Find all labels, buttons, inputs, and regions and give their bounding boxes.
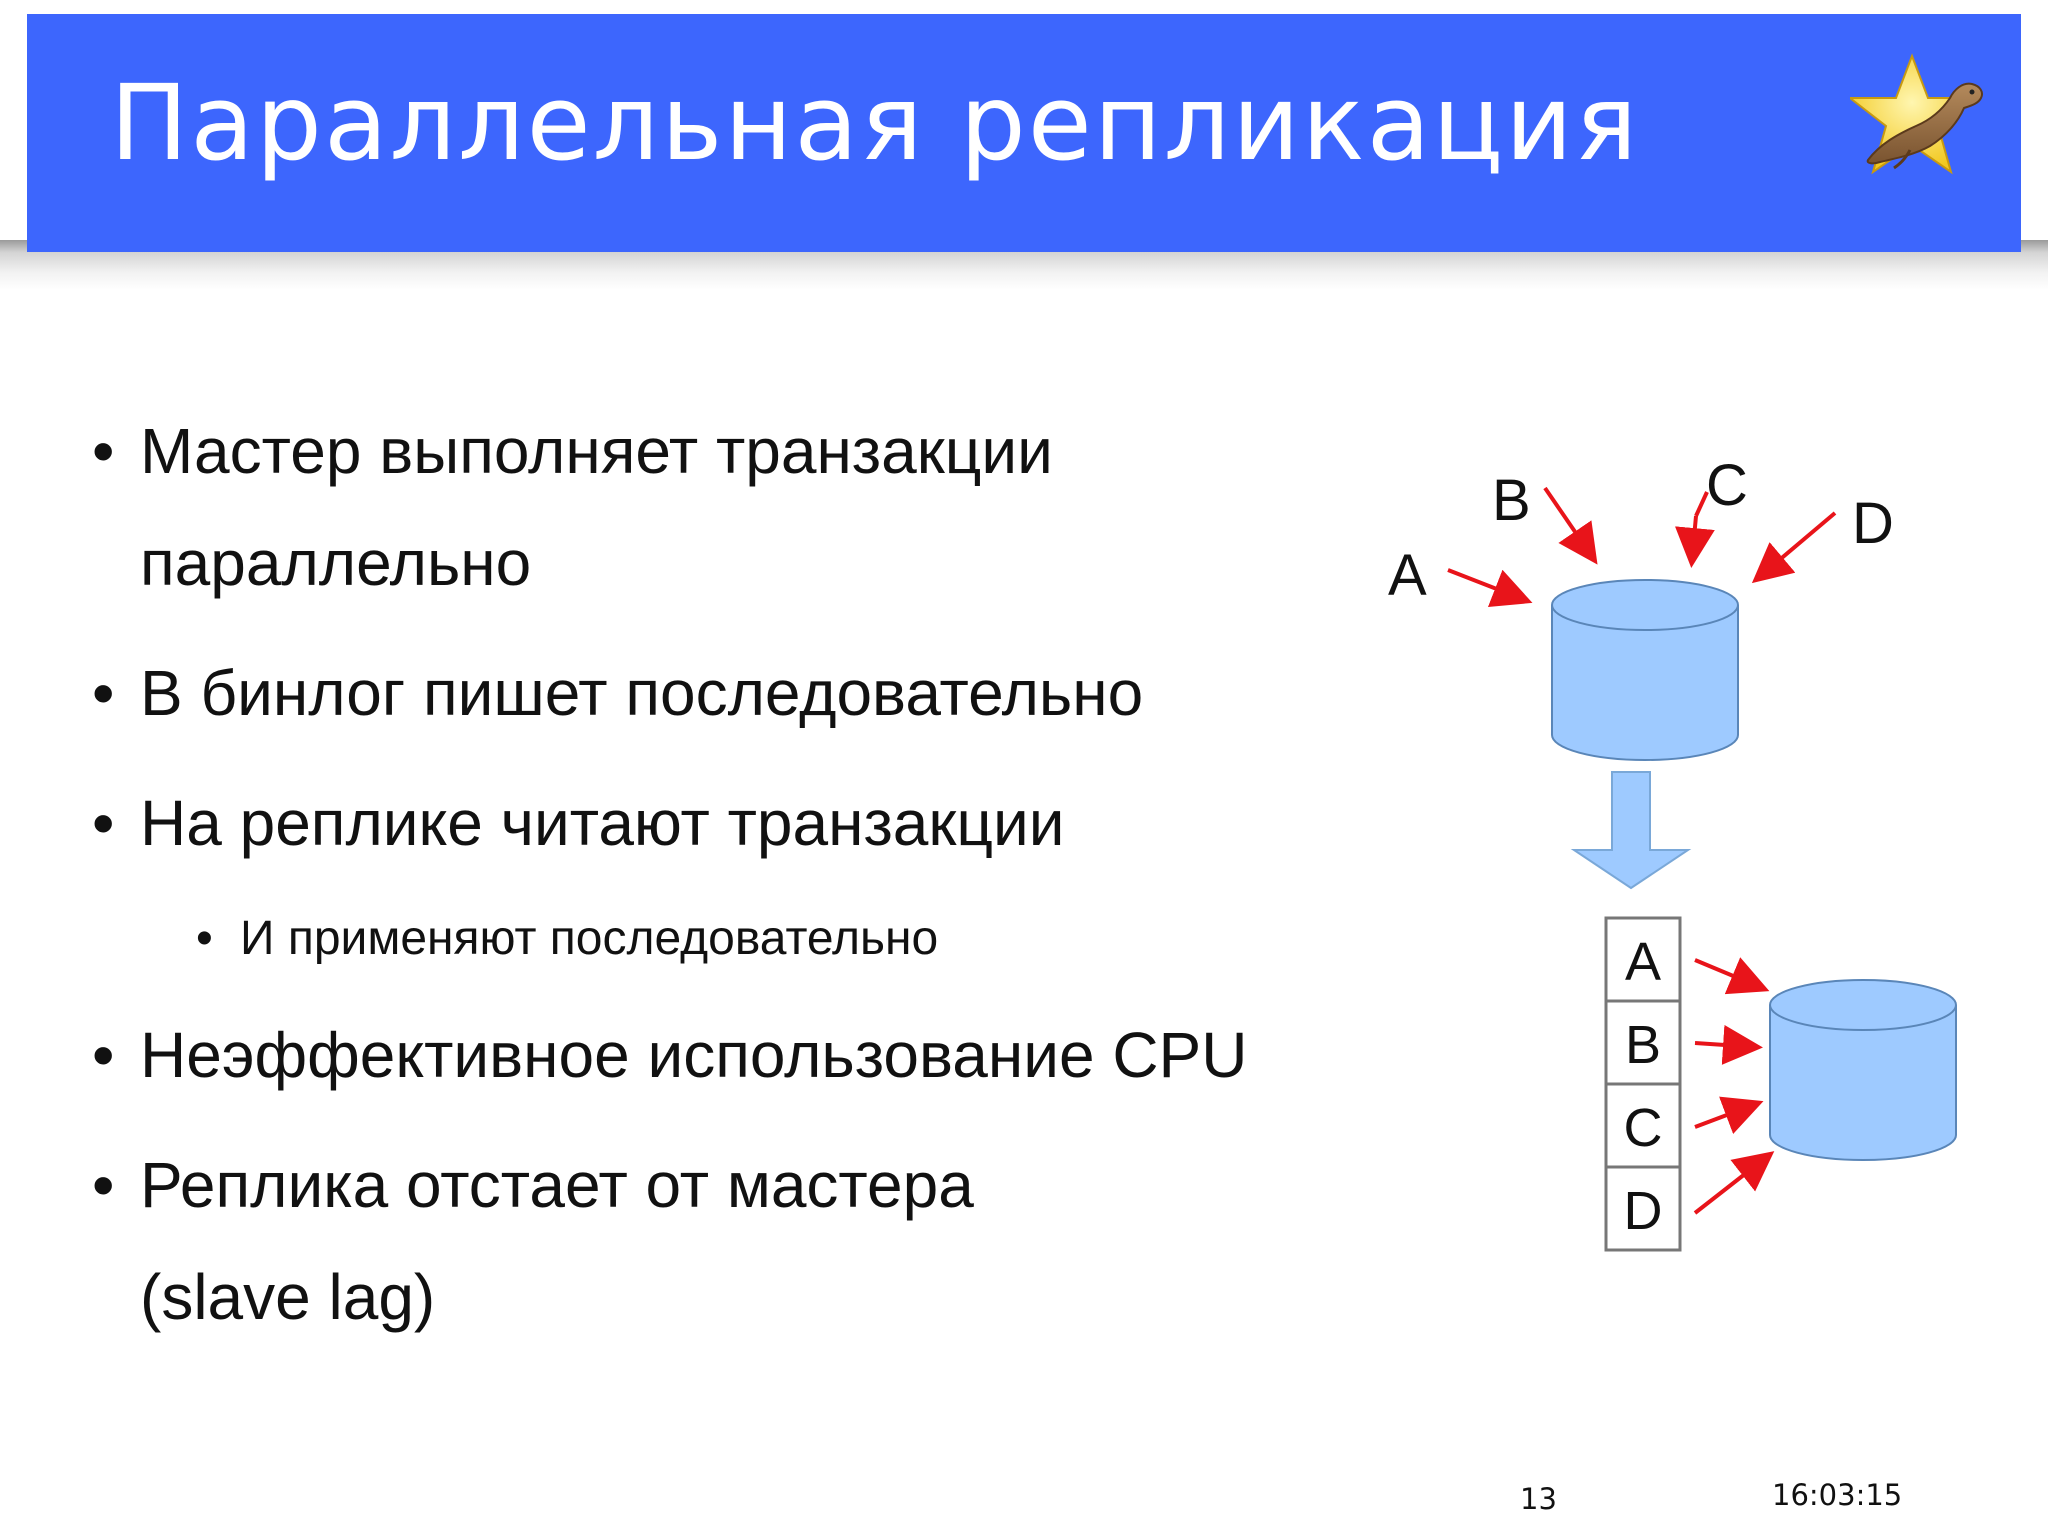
bullet-text-continued: (slave lag) [140, 1261, 436, 1333]
bullet-text: Мастер выполняет транзакции [140, 415, 1053, 487]
replication-diagram: A B C D A B [1350, 420, 2000, 1270]
bullet-item: На реплике читают транзакции [92, 767, 1247, 879]
apply-arrow-c [1694, 1096, 1764, 1135]
apply-arrow-d [1693, 1151, 1775, 1215]
title-bar [27, 14, 2021, 252]
bullet-text: В бинлог пишет последовательно [140, 657, 1144, 729]
input-label-a: A [1388, 543, 1427, 608]
timestamp: 16:03:15 [1772, 1478, 1903, 1512]
queue-label-b: B [1625, 1015, 1661, 1075]
apply-arrow-a [1694, 957, 1770, 995]
bullet-item: Реплика отстает от мастера (slave lag) [92, 1129, 1247, 1353]
queue-label-a: A [1625, 932, 1661, 992]
bullet-text: Неэффективное использование CPU [140, 1019, 1248, 1091]
bullet-text: И применяют последовательно [240, 912, 939, 965]
input-arrow-d [1751, 511, 1837, 584]
mariadb-seal-star-icon [1847, 52, 1990, 182]
input-arrow-b [1543, 486, 1598, 565]
input-label-c: C [1706, 453, 1748, 518]
queue-box-d [1604, 1165, 1682, 1252]
replica-db-icon [1769, 979, 1957, 1161]
slide-title: Параллельная репликация [110, 62, 1640, 184]
input-label-b: B [1492, 468, 1531, 533]
page-number: 13 [1520, 1482, 1557, 1516]
input-arrow-c-tail [1694, 491, 1709, 517]
replica-queue: A B C D [1604, 916, 1682, 1252]
bullet-list: Мастер выполняет транзакции параллельно … [92, 395, 1247, 1371]
bullet-text-continued: параллельно [140, 527, 532, 599]
bullet-item: Мастер выполняет транзакции параллельно [92, 395, 1247, 619]
bullet-item: Неэффективное использование CPU [92, 999, 1247, 1111]
bullet-text: Реплика отстает от мастера [140, 1149, 974, 1221]
input-arrow-c [1674, 515, 1715, 568]
bullet-text: На реплике читают транзакции [140, 787, 1065, 859]
queue-box-b [1604, 999, 1682, 1086]
flow-arrow-down-icon [1570, 771, 1692, 890]
sub-bullet-item: И применяют последовательно [196, 889, 1247, 989]
apply-arrow-b [1694, 1024, 1763, 1065]
input-label-d: D [1852, 491, 1894, 556]
master-db-icon [1551, 579, 1739, 761]
input-arrow-a [1447, 568, 1533, 608]
bullet-item: В бинлог пишет последовательно [92, 637, 1247, 749]
queue-label-c: C [1624, 1098, 1663, 1158]
queue-label-d: D [1624, 1181, 1663, 1241]
